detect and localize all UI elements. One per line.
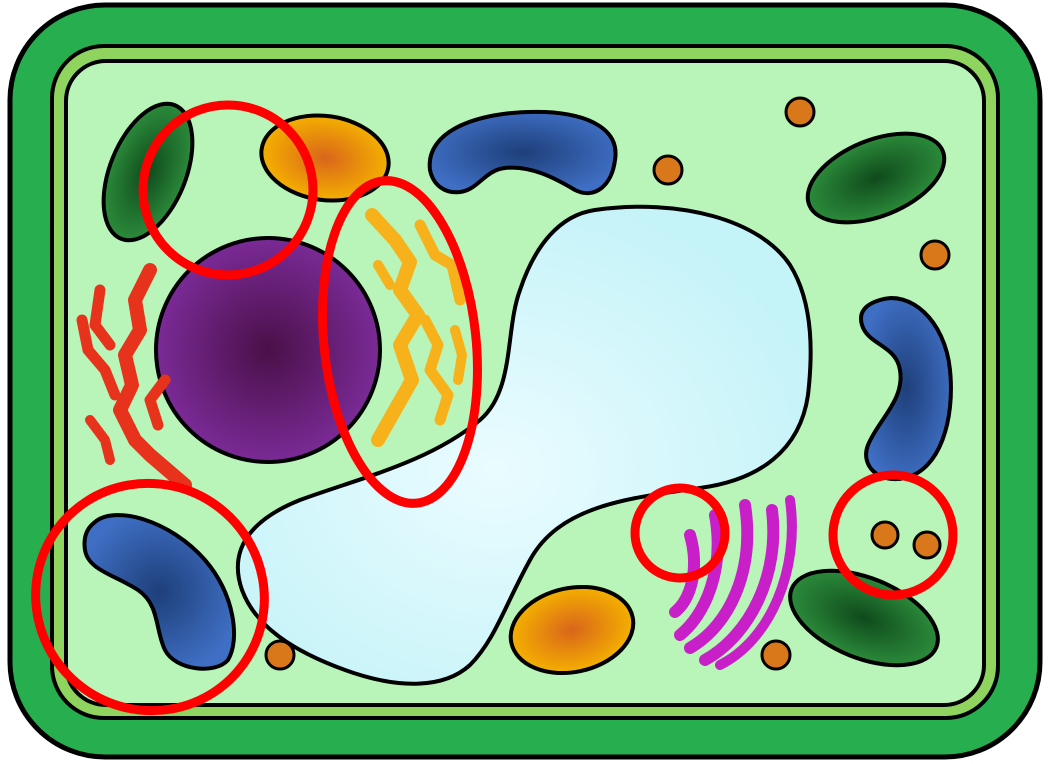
ribosome <box>266 641 294 669</box>
ribosome <box>654 156 682 184</box>
ribosome <box>762 641 790 669</box>
ribosome <box>872 522 898 548</box>
ribosome <box>921 241 949 269</box>
ribosome <box>914 532 940 558</box>
ribosome <box>786 98 814 126</box>
